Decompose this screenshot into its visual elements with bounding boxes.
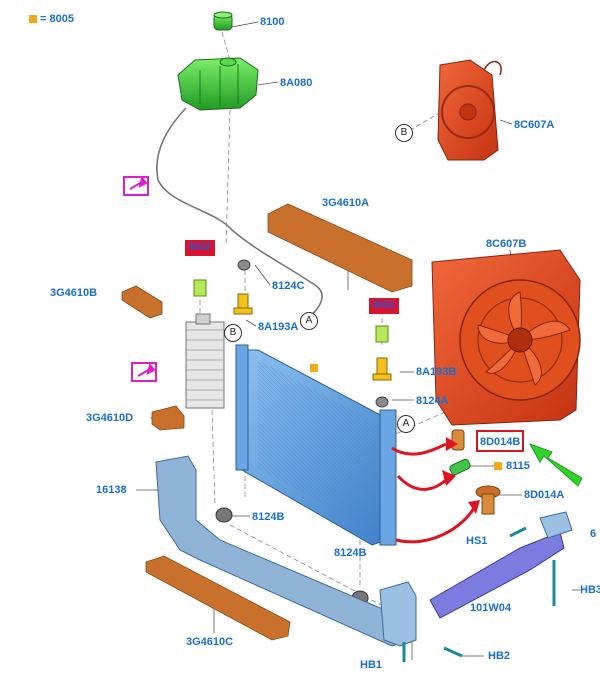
flow-arrows xyxy=(391,442,476,544)
label-HB3: HB3 xyxy=(580,584,600,596)
label-8C607A: 8C607A xyxy=(514,119,555,131)
highlight-8D014B: 8D014B xyxy=(476,430,525,452)
label-6: 6 xyxy=(590,528,597,540)
label-16138: 16138 xyxy=(96,484,127,496)
side-bracket-101W04 xyxy=(429,511,573,619)
legend-swatch xyxy=(29,15,37,23)
label-8124B-left: 8124B xyxy=(252,511,285,523)
bolts xyxy=(402,526,556,662)
foam-seals xyxy=(121,203,413,641)
flow-arrowheads xyxy=(442,437,480,514)
marker-8005-radiator xyxy=(310,364,318,372)
lower-support-bracket xyxy=(155,455,417,647)
marker-8005-sensor xyxy=(494,462,502,470)
reservoir-cap xyxy=(213,11,233,31)
coupler-8D014B xyxy=(451,429,465,451)
label-8A193A: 8A193A xyxy=(258,321,299,333)
label-8D014A: 8D014A xyxy=(524,489,565,501)
label-3G4610B: 3G4610B xyxy=(50,287,98,299)
callout-a-hose: A xyxy=(300,312,318,330)
auxiliary-cooler xyxy=(185,313,225,409)
green-fitting-left xyxy=(193,279,207,297)
label-HB1: HB1 xyxy=(360,659,383,671)
label-8124B-bottom: 8124B xyxy=(334,547,367,559)
label-101W04: 101W04 xyxy=(470,602,511,614)
water-pump-icon xyxy=(137,362,156,377)
label-8C607B: 8C607B xyxy=(486,238,527,250)
bleed-valve-8A193B xyxy=(372,357,392,381)
radiator-core xyxy=(235,344,397,546)
cooling-fan-assembly xyxy=(431,249,581,426)
label-HS1: HS1 xyxy=(466,535,488,547)
coolant-hose xyxy=(156,107,323,319)
label-HB2: HB2 xyxy=(488,650,511,662)
water-pump-icon xyxy=(129,175,148,190)
callout-b-fan: B xyxy=(395,124,413,142)
coupler-8D014A xyxy=(475,485,501,515)
label-3G4610A: 3G4610A xyxy=(322,197,370,209)
green-pointer-arrow xyxy=(528,443,583,487)
label-3G4610C: 3G4610C xyxy=(186,636,234,648)
radiator-mount-8124A xyxy=(375,396,389,408)
bleed-valve-8A193A xyxy=(233,293,253,315)
badge-8052-right: 8052 xyxy=(369,298,399,314)
label-8124C: 8124C xyxy=(272,280,305,292)
fan-shroud-small xyxy=(437,59,502,161)
callout-b-cooler: B xyxy=(224,324,242,342)
pump-highlight-top xyxy=(123,176,149,196)
callout-a-radiator: A xyxy=(397,415,415,433)
label-8A080: 8A080 xyxy=(280,77,313,89)
coolant-reservoir xyxy=(177,57,259,111)
label-8100: 8100 xyxy=(260,16,285,28)
label-3G4610D: 3G4610D xyxy=(86,412,134,424)
label-8124A: 8124A xyxy=(416,395,449,407)
pump-highlight-bottom xyxy=(131,362,157,382)
sensor-8115 xyxy=(449,458,471,476)
green-fitting-right xyxy=(375,325,389,343)
badge-8052-left: 8052 xyxy=(185,240,215,256)
label-8A193B: 8A193B xyxy=(416,366,457,378)
radiator-mount-8124C xyxy=(237,259,251,271)
label-8115: 8115 xyxy=(506,460,530,472)
label-8D014B: 8D014B xyxy=(480,436,521,448)
radiator-mount-8124B-left xyxy=(215,507,233,523)
legend-text: = 8005 xyxy=(40,13,74,25)
